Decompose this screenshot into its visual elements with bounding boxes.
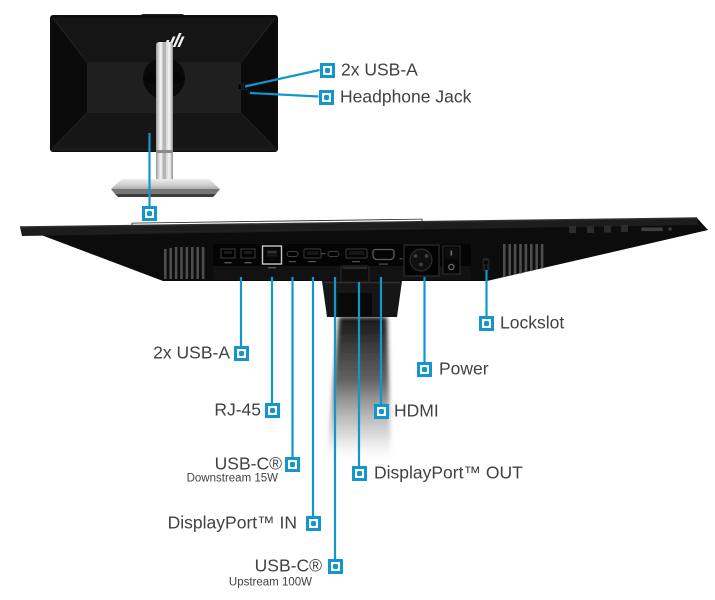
monitor-back-view xyxy=(50,14,278,197)
callout-box-usb-c-up xyxy=(327,558,343,574)
marker-dot-icon xyxy=(422,366,427,372)
stand-base xyxy=(111,179,220,197)
marker-dot-icon xyxy=(332,563,338,569)
marker-dot-icon xyxy=(324,67,330,73)
label-dp-in: DisplayPort™ IN xyxy=(167,512,297,533)
label-power: Power xyxy=(439,358,489,379)
power-button xyxy=(641,227,663,232)
callout-box-back-usb-a xyxy=(319,62,335,78)
hdmi-port xyxy=(372,248,395,265)
label-hdmi: HDMI xyxy=(394,400,439,421)
power-switch xyxy=(442,245,461,275)
callout-box-headphone xyxy=(318,89,334,105)
osd-buttons xyxy=(569,225,672,233)
callout-box-usb-a xyxy=(233,345,249,361)
monitor-bottom-view xyxy=(19,217,708,458)
marker-dot-icon xyxy=(310,520,316,526)
marker-dot-icon xyxy=(269,407,275,413)
sublabel-upstream-100w: Upstream 100W xyxy=(228,575,312,588)
callout-box-rj45 xyxy=(264,402,280,418)
marker-dot-icon xyxy=(147,210,152,216)
label-lockslot: Lockslot xyxy=(500,312,565,333)
usb-a-port-1 xyxy=(220,248,236,264)
marker-dot-icon xyxy=(484,320,489,326)
label-headphone-jack: Headphone Jack xyxy=(340,86,472,107)
right-vent-grille xyxy=(503,244,544,277)
label-back-usb-a: 2x USB-A xyxy=(341,59,418,80)
callout-box-dp-in xyxy=(305,515,321,531)
marker-dot-icon xyxy=(238,350,244,356)
marker-dot-icon xyxy=(378,408,384,414)
left-vent-grille xyxy=(164,247,205,279)
ac-power-inlet xyxy=(399,244,440,277)
callout-box-power xyxy=(417,361,432,377)
label-usb-c-upstream: USB-C® xyxy=(254,555,322,576)
rj45-port xyxy=(261,245,283,269)
callout-box-dp-out xyxy=(351,465,367,481)
usb-c-port-upstream xyxy=(320,251,340,257)
marker-dot-icon xyxy=(356,470,362,476)
sublabel-downstream-15w: Downstream 15W xyxy=(186,471,278,484)
callout-box-hdmi xyxy=(373,403,389,419)
callout-box-lockslot xyxy=(479,315,494,331)
usb-a-port-2 xyxy=(240,248,256,264)
callout-box-bottom-edge-indicator xyxy=(142,205,157,221)
callout-lines xyxy=(148,68,488,559)
label-usb-c-downstream: USB-C® xyxy=(214,453,282,474)
marker-dot-icon xyxy=(290,461,295,467)
stand-column xyxy=(156,42,173,184)
label-rj45: RJ-45 xyxy=(214,399,261,420)
usb-c-port-downstream xyxy=(286,251,299,263)
label-bottom-usb-a: 2x USB-A xyxy=(153,342,230,363)
label-dp-out: DisplayPort™ OUT xyxy=(374,462,523,483)
kensington-lockslot xyxy=(482,258,490,271)
callout-box-usb-c-down xyxy=(285,456,300,472)
marker-dot-icon xyxy=(323,94,329,100)
